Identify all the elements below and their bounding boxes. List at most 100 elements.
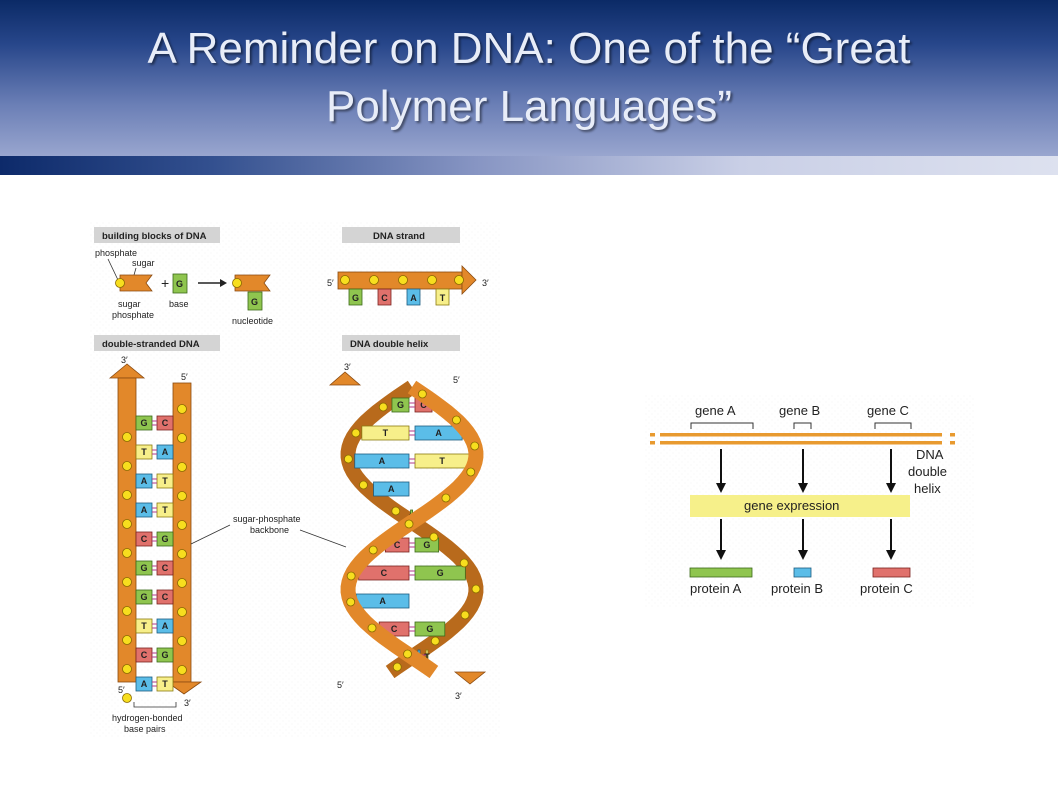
dna-line-bottom — [660, 441, 942, 445]
ds-left-letter-0: G — [140, 418, 147, 428]
helix-left-letter-8: C — [391, 624, 398, 634]
ds-right-arrow — [165, 681, 203, 695]
helix-right-base-5 — [414, 537, 440, 553]
panel-header-building-blocks — [94, 227, 220, 243]
ds-right-phosphate-2 — [177, 462, 187, 472]
helix-label: helix — [914, 481, 941, 496]
helix-phosphate-b-4 — [391, 506, 401, 516]
ds-right-phosphate-3 — [177, 491, 187, 501]
plus-sign: + — [161, 275, 169, 291]
ds-left-phosphate-5 — [122, 577, 132, 587]
protein-a-label: protein A — [690, 581, 742, 596]
strand-base-2 — [406, 288, 421, 306]
ds-left-phosphate-2 — [122, 490, 132, 500]
helix-phosphate-a-5 — [404, 519, 414, 529]
ds-right-phosphate-8 — [177, 636, 187, 646]
nucleotide-base — [247, 291, 263, 311]
gene-expression-label: gene expression — [744, 498, 839, 513]
ds-left-letter-9: A — [141, 679, 148, 689]
ds-left-phosphate-1 — [122, 461, 132, 471]
ds-right-letter-0: C — [162, 418, 169, 428]
strand-header: DNA strand — [373, 231, 425, 242]
ds-left-base-4 — [135, 531, 153, 547]
helix-left-base-1 — [361, 425, 410, 441]
backbone-label-1: sugar-phosphate — [233, 514, 301, 524]
sugar-phosphate-shape — [119, 274, 153, 292]
ds-right-base-6 — [156, 589, 174, 605]
helix-header: DNA double helix — [350, 339, 429, 350]
ds-right-letter-4: G — [161, 534, 168, 544]
ds-right-letter-9: T — [162, 679, 168, 689]
ds-top-right-label: 5′ — [181, 372, 188, 382]
helix-right-letter-8: G — [426, 624, 433, 634]
phosphate-label: phosphate — [95, 248, 137, 258]
ds-right-phosphate-4 — [177, 520, 187, 530]
ds-left-letter-1: T — [141, 447, 147, 457]
helix-phosphate-b-8 — [460, 610, 470, 620]
ds-left-base-7 — [135, 618, 153, 634]
strand-base-letter-0: G — [352, 293, 359, 303]
ds-left-base-0 — [135, 415, 153, 431]
ds-right-letter-3: T — [162, 505, 168, 515]
base-g-shape — [172, 273, 188, 294]
strand-base-0 — [348, 288, 363, 306]
ds-right-base-5 — [156, 560, 174, 576]
ds-left-base-2 — [135, 473, 153, 489]
ds-right-letter-5: C — [162, 563, 169, 573]
strand-base-3 — [435, 288, 450, 306]
sugar-phosphate-label-2: phosphate — [112, 310, 154, 320]
ds-left-base-5 — [135, 560, 153, 576]
helix-right-base-8 — [414, 621, 446, 637]
helix-left-letter-5: C — [394, 540, 401, 550]
helix-phosphate-b-3 — [359, 480, 368, 490]
helix-phosphate-a-3 — [466, 467, 476, 477]
ds-bottom-right-label: 3′ — [184, 698, 191, 708]
base-g-letter: G — [176, 279, 183, 289]
double-label: double — [908, 464, 947, 479]
nucleotide-label: nucleotide — [232, 316, 273, 326]
helix-phosphates — [343, 389, 481, 672]
nucleotide-base-letter: G — [251, 297, 258, 307]
slide-title: A Reminder on DNA: One of the “Great Pol… — [0, 20, 1058, 136]
ds-left-base-3 — [135, 502, 153, 518]
dna-to-expression-arrows — [720, 449, 892, 485]
ds-top-left-label: 3′ — [121, 355, 128, 365]
helix-left-base-0 — [391, 397, 410, 413]
ds-left-phosphate-7 — [122, 635, 132, 645]
double-stranded-header: double-stranded DNA — [102, 339, 200, 350]
dna-label: DNA — [916, 447, 944, 462]
helix-right-letter-2: T — [439, 456, 445, 466]
ds-right-phosphate-0 — [177, 404, 187, 414]
helix-right-base-6 — [414, 565, 466, 581]
ds-right-base-1 — [156, 444, 174, 460]
helix-phosphate-a-1 — [452, 415, 461, 425]
helix-phosphate-b-10 — [392, 662, 402, 672]
base-label: base — [169, 299, 189, 309]
strand-base-1 — [377, 288, 392, 306]
strand-base-letter-2: A — [410, 293, 417, 303]
ds-right-letter-7: A — [162, 621, 169, 631]
gene-c-label: gene C — [867, 403, 909, 418]
helix-left-letter-7: A — [379, 596, 386, 606]
helix-bottom-arrow — [453, 671, 487, 685]
helix-phosphate-a-8 — [346, 597, 356, 607]
helix-phosphate-b-5 — [429, 532, 439, 542]
helix-top-right-label: 5′ — [453, 375, 460, 385]
ds-left-phosphate-0 — [122, 432, 132, 442]
helix-phosphate-b-6 — [459, 558, 469, 568]
ds-left-letter-2: A — [141, 476, 148, 486]
helix-right-letter-5: G — [423, 540, 430, 550]
helix-phosphate-a-4 — [441, 493, 451, 503]
helix-left-base-2 — [354, 453, 410, 469]
helix-left-letter-2: A — [379, 456, 386, 466]
building-blocks-header: building blocks of DNA — [102, 231, 207, 242]
sugar-label: sugar — [132, 258, 155, 268]
title-line-1: A Reminder on DNA: One of the “Great — [147, 24, 911, 73]
gene-a-bracket — [690, 422, 754, 429]
ds-left-base-9 — [135, 676, 153, 692]
ds-left-letter-6: G — [140, 592, 147, 602]
title-line-2: Polymer Languages” — [325, 82, 732, 131]
ds-left-phosphate-9 — [122, 693, 132, 703]
strand-base-letter-3: T — [440, 293, 446, 303]
